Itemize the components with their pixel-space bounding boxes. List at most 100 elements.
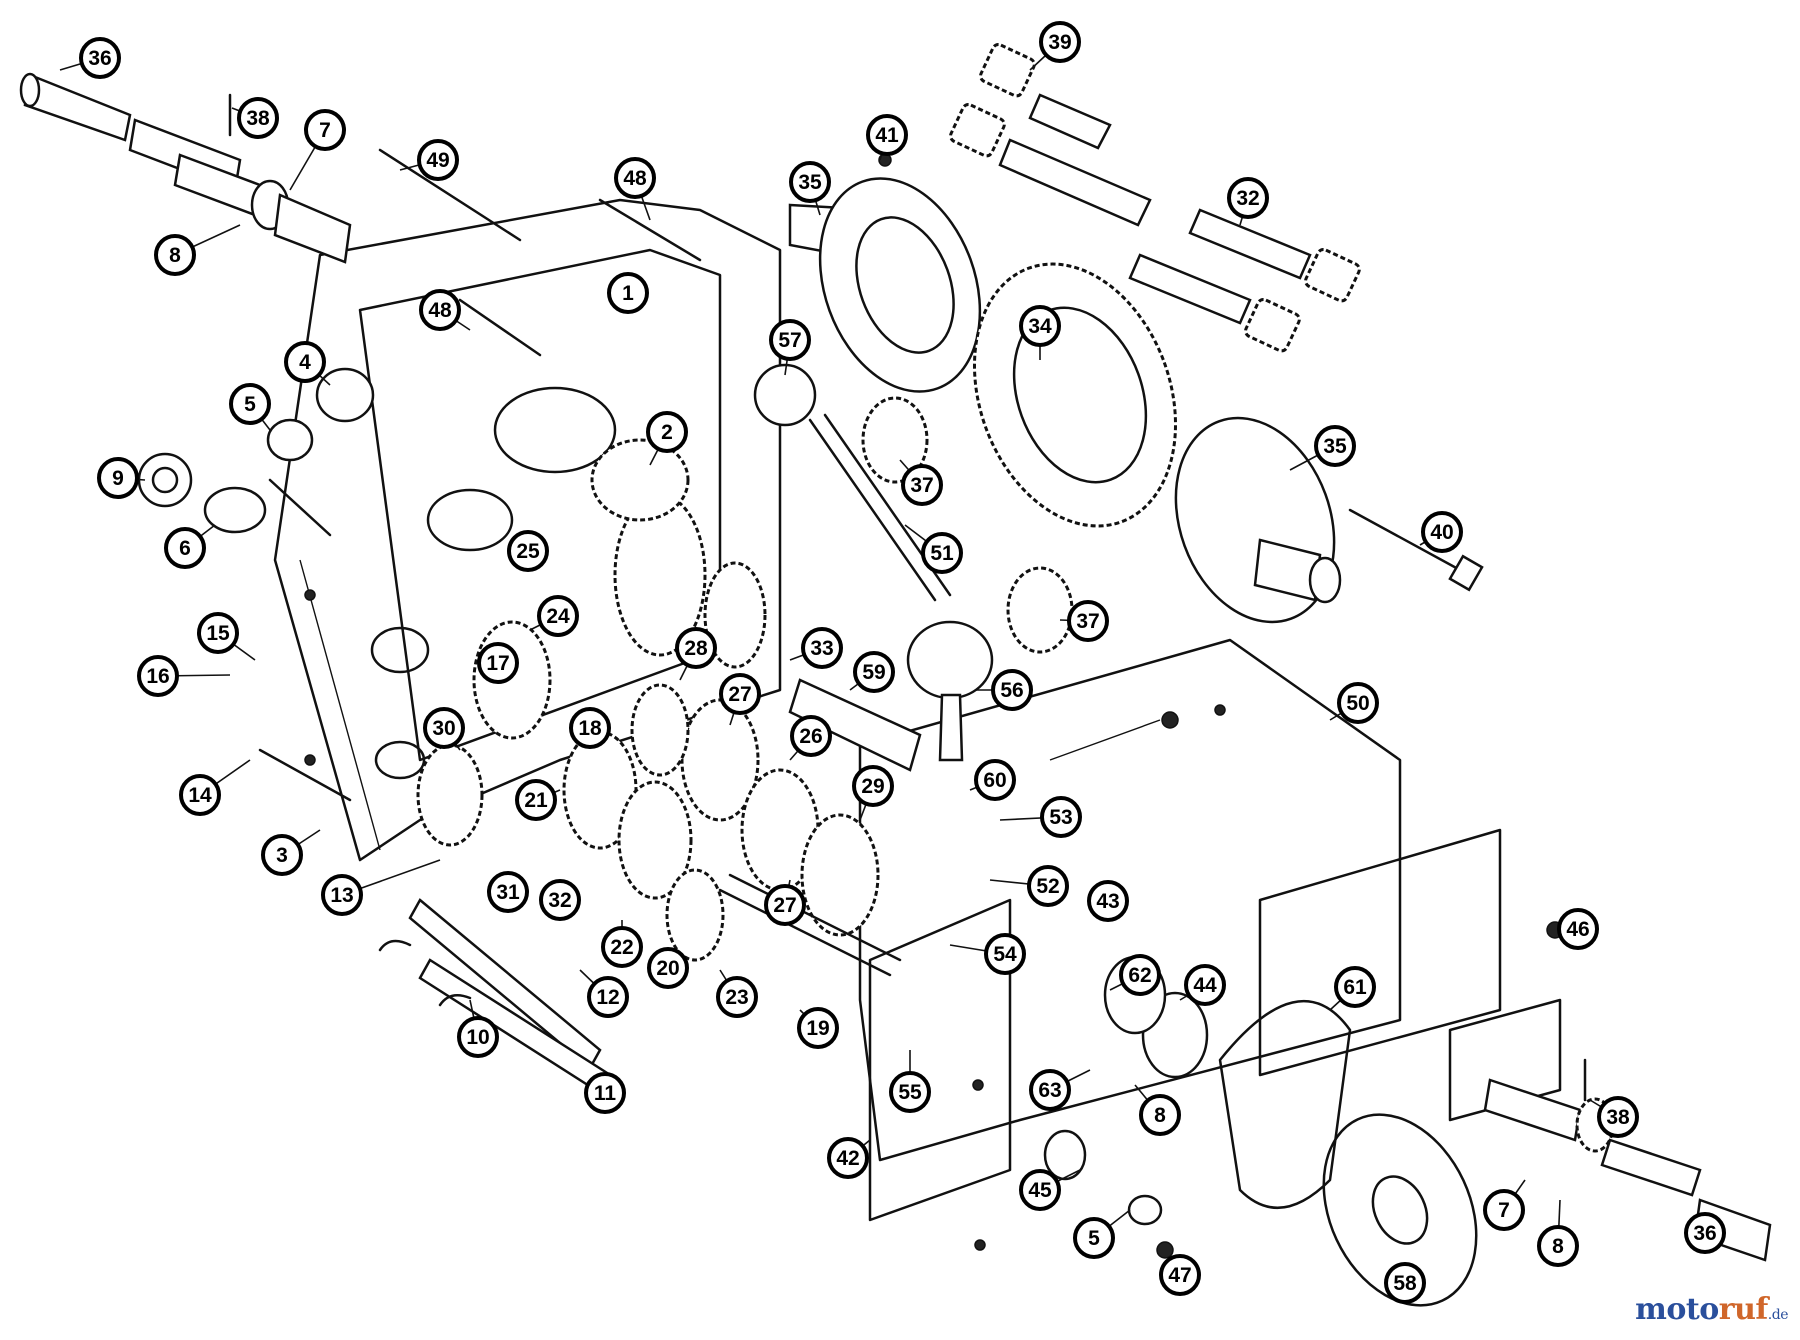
callout-61: 61 bbox=[1336, 968, 1374, 1006]
callout-number: 38 bbox=[1606, 1106, 1630, 1129]
callout-34: 34 bbox=[1021, 307, 1059, 345]
callout-number: 53 bbox=[1049, 806, 1072, 829]
callout-number: 16 bbox=[146, 665, 169, 688]
callout-38: 38 bbox=[239, 99, 277, 137]
callout-number: 54 bbox=[993, 943, 1017, 966]
callout-24: 24 bbox=[539, 597, 577, 635]
callout-number: 41 bbox=[875, 124, 899, 147]
callout-number: 26 bbox=[799, 725, 822, 748]
callout-16: 16 bbox=[139, 657, 177, 695]
callout-52: 52 bbox=[1029, 867, 1067, 905]
callout-number: 30 bbox=[432, 717, 455, 740]
callout-41: 41 bbox=[868, 116, 906, 154]
left-output-shaft bbox=[21, 74, 350, 262]
callout-23: 23 bbox=[718, 978, 756, 1016]
callout-58: 58 bbox=[1386, 1264, 1424, 1302]
callout-number: 48 bbox=[428, 299, 452, 322]
callout-number: 40 bbox=[1430, 521, 1453, 544]
callout-number: 8 bbox=[1552, 1235, 1564, 1258]
callout-number: 43 bbox=[1096, 890, 1119, 913]
callout-57: 57 bbox=[771, 321, 809, 359]
callout-number: 48 bbox=[623, 167, 647, 190]
callout-42: 42 bbox=[829, 1139, 867, 1177]
callout-number: 35 bbox=[1323, 435, 1347, 458]
callout-9: 9 bbox=[99, 459, 137, 497]
callout-number: 47 bbox=[1168, 1264, 1191, 1287]
callout-number: 20 bbox=[656, 957, 679, 980]
callout-26: 26 bbox=[792, 717, 830, 755]
callout-3: 3 bbox=[263, 836, 301, 874]
callout-number: 23 bbox=[725, 986, 748, 1009]
shift-rails bbox=[380, 900, 615, 1096]
callout-45: 45 bbox=[1021, 1171, 1059, 1209]
callout-48: 48 bbox=[421, 291, 459, 329]
callout-48: 48 bbox=[616, 159, 654, 197]
callout-4: 4 bbox=[286, 343, 324, 381]
callout-27: 27 bbox=[721, 675, 759, 713]
callout-number: 9 bbox=[112, 467, 124, 490]
callout-59: 59 bbox=[855, 653, 893, 691]
callout-number: 37 bbox=[910, 474, 933, 497]
callout-50: 50 bbox=[1339, 684, 1377, 722]
callout-21: 21 bbox=[517, 781, 555, 819]
callout-number: 25 bbox=[516, 540, 540, 563]
callout-46: 46 bbox=[1559, 910, 1597, 948]
callout-number: 38 bbox=[246, 107, 270, 130]
callout-37: 37 bbox=[903, 466, 941, 504]
callout-number: 39 bbox=[1048, 31, 1071, 54]
callout-20: 20 bbox=[649, 949, 687, 987]
callout-40: 40 bbox=[1423, 513, 1461, 551]
callout-37: 37 bbox=[1069, 602, 1107, 640]
callout-33: 33 bbox=[803, 629, 841, 667]
watermark-logo: motoruf.de bbox=[1635, 1292, 1788, 1327]
callout-number: 4 bbox=[299, 351, 311, 374]
callout-7: 7 bbox=[306, 111, 344, 149]
callout-55: 55 bbox=[891, 1073, 929, 1111]
callout-number: 8 bbox=[169, 244, 181, 267]
callout-30: 30 bbox=[425, 709, 463, 747]
callout-number: 1 bbox=[622, 282, 634, 305]
callout-number: 14 bbox=[188, 784, 212, 807]
callout-53: 53 bbox=[1042, 798, 1080, 836]
callout-number: 37 bbox=[1076, 610, 1099, 633]
callout-number: 49 bbox=[426, 149, 449, 172]
callout-number: 3 bbox=[276, 844, 288, 867]
callout-number: 5 bbox=[244, 393, 256, 416]
callout-number: 24 bbox=[546, 605, 570, 628]
callout-number: 17 bbox=[486, 652, 509, 675]
callout-number: 61 bbox=[1343, 976, 1367, 999]
callout-number: 5 bbox=[1088, 1227, 1100, 1250]
callout-17: 17 bbox=[479, 644, 517, 682]
callout-number: 56 bbox=[1000, 679, 1023, 702]
callout-29: 29 bbox=[854, 767, 892, 805]
callout-63: 63 bbox=[1031, 1071, 1069, 1109]
callout-number: 31 bbox=[496, 881, 520, 904]
callout-number: 2 bbox=[661, 421, 673, 444]
watermark-part-2: ruf bbox=[1719, 1292, 1768, 1327]
callout-5: 5 bbox=[1075, 1219, 1113, 1257]
callout-51: 51 bbox=[923, 534, 961, 572]
housing-right-half bbox=[860, 640, 1560, 1250]
callout-number: 59 bbox=[862, 661, 885, 684]
callout-32: 32 bbox=[541, 881, 579, 919]
callout-32: 32 bbox=[1229, 179, 1267, 217]
callout-28: 28 bbox=[677, 629, 715, 667]
callout-8: 8 bbox=[156, 236, 194, 274]
callout-number: 15 bbox=[206, 622, 230, 645]
callout-8: 8 bbox=[1141, 1096, 1179, 1134]
callout-number: 28 bbox=[684, 637, 708, 660]
callout-56: 56 bbox=[993, 671, 1031, 709]
callout-number: 29 bbox=[861, 775, 884, 798]
callout-6: 6 bbox=[166, 529, 204, 567]
callout-18: 18 bbox=[571, 709, 609, 747]
callout-number: 32 bbox=[548, 889, 571, 912]
callout-number: 45 bbox=[1028, 1179, 1052, 1202]
callout-number: 8 bbox=[1154, 1104, 1166, 1127]
callout-10: 10 bbox=[459, 1018, 497, 1056]
callout-number: 13 bbox=[330, 884, 353, 907]
callout-number: 63 bbox=[1038, 1079, 1061, 1102]
callout-number: 36 bbox=[88, 47, 111, 70]
callout-number: 6 bbox=[179, 537, 191, 560]
callout-number: 32 bbox=[1236, 187, 1259, 210]
